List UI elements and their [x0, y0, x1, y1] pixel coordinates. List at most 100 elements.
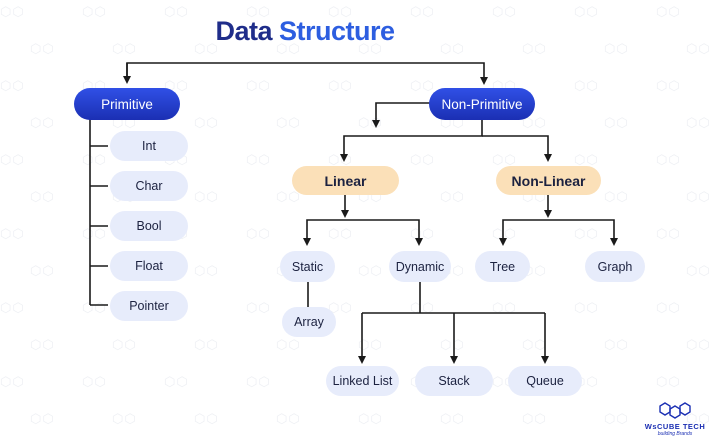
watermark-mark: ⬡⬡ [328, 300, 353, 315]
watermark-mark: ⬡⬡ [522, 337, 547, 352]
node-tree: Tree [475, 251, 530, 282]
watermark-mark: ⬡⬡ [440, 337, 465, 352]
connector-nonlinear-tree [499, 219, 548, 246]
watermark-mark: ⬡⬡ [30, 115, 55, 130]
watermark-mark: ⬡⬡ [194, 263, 219, 278]
watermark-mark: ⬡⬡ [82, 374, 107, 389]
watermark-mark: ⬡⬡ [112, 337, 137, 352]
watermark-mark: ⬡⬡ [82, 4, 107, 19]
watermark-mark: ⬡⬡ [0, 152, 25, 167]
watermark-mark: ⬡⬡ [574, 226, 599, 241]
node-non-linear: Non-Linear [496, 166, 601, 195]
watermark-mark: ⬡⬡ [686, 115, 711, 130]
watermark-mark: ⬡⬡ [246, 300, 271, 315]
watermark-mark: ⬡⬡ [656, 300, 681, 315]
watermark-mark: ⬡⬡ [0, 226, 25, 241]
watermark-mark: ⬡⬡ [358, 263, 383, 278]
node-dynamic: Dynamic [389, 251, 451, 282]
connector-nonprimitive-children [340, 120, 483, 162]
node-primitive: Primitive [74, 88, 180, 120]
node-pointer: Pointer [110, 291, 188, 321]
watermark-mark: ⬡⬡ [492, 226, 517, 241]
watermark-mark: ⬡⬡ [686, 41, 711, 56]
node-static: Static [280, 251, 335, 282]
watermark-mark: ⬡⬡ [656, 374, 681, 389]
watermark-mark: ⬡⬡ [194, 337, 219, 352]
watermark-mark: ⬡⬡ [246, 4, 271, 19]
watermark-mark: ⬡⬡ [276, 337, 301, 352]
watermark-mark: ⬡⬡ [358, 411, 383, 426]
watermark-mark: ⬡⬡ [194, 411, 219, 426]
diagram-title: Data Structure [0, 16, 610, 47]
watermark-mark: ⬡⬡ [328, 78, 353, 93]
node-array: Array [282, 307, 336, 337]
connector-nonlinear-graph [548, 219, 618, 246]
node-stack: Stack [415, 366, 493, 396]
watermark-mark: ⬡⬡ [328, 226, 353, 241]
watermark-mark: ⬡⬡ [246, 226, 271, 241]
watermark-mark: ⬡⬡ [686, 263, 711, 278]
watermark-mark: ⬡⬡ [30, 337, 55, 352]
watermark-mark: ⬡⬡ [82, 300, 107, 315]
node-int: Int [110, 131, 188, 161]
watermark-mark: ⬡⬡ [276, 41, 301, 56]
watermark-mark: ⬡⬡ [574, 300, 599, 315]
watermark-mark: ⬡⬡ [440, 41, 465, 56]
watermark-mark: ⬡⬡ [410, 300, 435, 315]
watermark-mark: ⬡⬡ [276, 411, 301, 426]
watermark-mark: ⬡⬡ [410, 4, 435, 19]
brand-logo: WsCUBE TECH building Brands [635, 402, 715, 440]
watermark-mark: ⬡⬡ [0, 78, 25, 93]
watermark-mark: ⬡⬡ [492, 300, 517, 315]
watermark-mark: ⬡⬡ [30, 41, 55, 56]
watermark-mark: ⬡⬡ [656, 152, 681, 167]
watermark-mark: ⬡⬡ [358, 337, 383, 352]
connector-root-primitive [126, 62, 488, 85]
node-graph: Graph [585, 251, 645, 282]
watermark-mark: ⬡⬡ [492, 4, 517, 19]
connector-nonprimitive-left [372, 102, 430, 128]
watermark-mark: ⬡⬡ [194, 189, 219, 204]
watermark-mark: ⬡⬡ [686, 411, 711, 426]
watermark-mark: ⬡⬡ [440, 411, 465, 426]
watermark-mark: ⬡⬡ [522, 41, 547, 56]
watermark-mark: ⬡⬡ [164, 374, 189, 389]
watermark-mark: ⬡⬡ [82, 226, 107, 241]
node-bool: Bool [110, 211, 188, 241]
watermark-mark: ⬡⬡ [0, 374, 25, 389]
watermark-mark: ⬡⬡ [522, 411, 547, 426]
watermark-mark: ⬡⬡ [604, 115, 629, 130]
watermark-mark: ⬡⬡ [30, 411, 55, 426]
watermark-mark: ⬡⬡ [358, 41, 383, 56]
watermark-mark: ⬡⬡ [656, 78, 681, 93]
watermark-mark: ⬡⬡ [246, 152, 271, 167]
node-linear: Linear [292, 166, 399, 195]
watermark-mark: ⬡⬡ [328, 4, 353, 19]
watermark-mark: ⬡⬡ [30, 263, 55, 278]
watermark-mark: ⬡⬡ [276, 115, 301, 130]
watermark-mark: ⬡⬡ [574, 152, 599, 167]
watermark-mark: ⬡⬡ [112, 411, 137, 426]
watermark-mark: ⬡⬡ [604, 337, 629, 352]
watermark-mark: ⬡⬡ [246, 374, 271, 389]
watermark-mark: ⬡⬡ [410, 78, 435, 93]
watermark-mark: ⬡⬡ [112, 41, 137, 56]
watermark-mark: ⬡⬡ [194, 41, 219, 56]
watermark-mark: ⬡⬡ [574, 4, 599, 19]
watermark-mark: ⬡⬡ [0, 300, 25, 315]
logo-brand-text: WsCUBE TECH [644, 422, 706, 431]
node-linked-list: Linked List [326, 366, 399, 396]
watermark-mark: ⬡⬡ [604, 41, 629, 56]
honeycomb-hexagon-icon [659, 402, 691, 419]
node-float: Float [110, 251, 188, 281]
watermark-mark: ⬡⬡ [0, 4, 25, 19]
node-non-primitive: Non-Primitive [429, 88, 535, 120]
watermark-mark: ⬡⬡ [410, 226, 435, 241]
watermark-mark: ⬡⬡ [604, 411, 629, 426]
watermark-mark: ⬡⬡ [604, 189, 629, 204]
watermark-mark: ⬡⬡ [656, 4, 681, 19]
watermark-mark: ⬡⬡ [656, 226, 681, 241]
title-part-1: Data [215, 16, 272, 46]
watermark-mark: ⬡⬡ [194, 115, 219, 130]
